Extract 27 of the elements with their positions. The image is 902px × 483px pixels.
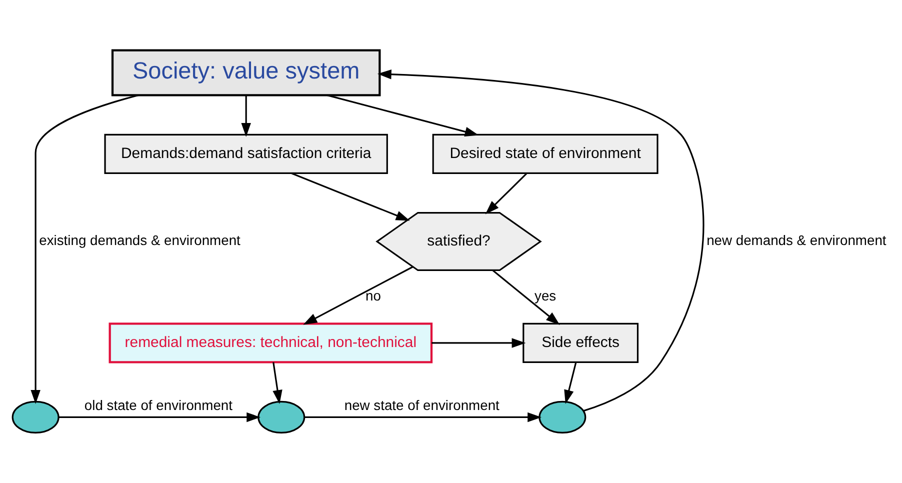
edge-label: yes (534, 288, 556, 304)
node-box: Desired state of environment (432, 134, 658, 174)
edge-label: new state of environment (344, 397, 500, 414)
arrow (485, 172, 528, 214)
arrow (291, 172, 410, 221)
node-ellipse (538, 400, 586, 434)
node-ellipse (258, 400, 306, 434)
node-box: Side effects (522, 322, 639, 363)
arrow (303, 266, 414, 325)
node-box: Demands:demand satisfaction criteria (104, 134, 388, 174)
edge-label: no (366, 288, 381, 304)
node-ellipse (12, 400, 60, 434)
arrow (272, 362, 282, 404)
arrow (241, 95, 251, 137)
arrow (492, 270, 560, 325)
arrow (326, 94, 479, 136)
arrow (377, 70, 704, 412)
node-box: remedial measures: technical, non-technical (108, 322, 433, 364)
arrow (58, 412, 261, 422)
arrow (564, 362, 577, 404)
node-box: Society: value system (111, 49, 381, 96)
arrow (30, 94, 139, 404)
arrow (304, 412, 542, 422)
edge-label: old state of environment (84, 397, 233, 414)
arrow (432, 338, 526, 348)
edge-label: existing demands & environment (39, 232, 240, 248)
edge-label: new demands & environment (706, 232, 886, 248)
